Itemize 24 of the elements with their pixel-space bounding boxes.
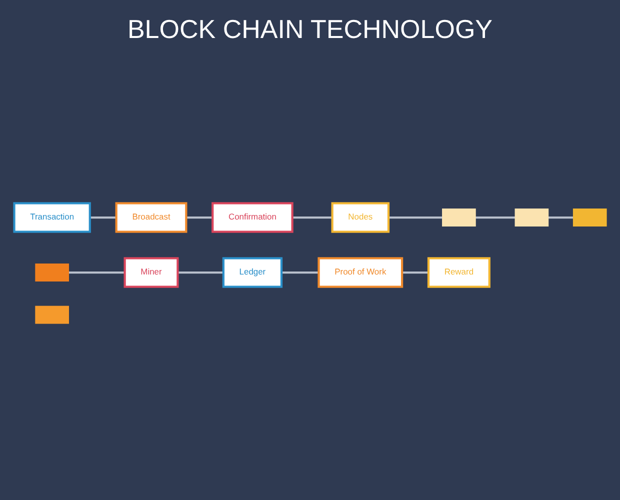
node-box: Ledger bbox=[222, 257, 283, 288]
connector bbox=[178, 271, 224, 274]
node-box bbox=[514, 208, 549, 226]
node-box bbox=[572, 208, 607, 226]
node-box: Broadcast bbox=[115, 202, 188, 233]
connector bbox=[292, 216, 332, 219]
connector bbox=[282, 271, 319, 274]
connector bbox=[90, 216, 116, 219]
node-box: Proof of Work bbox=[318, 257, 404, 288]
connector bbox=[68, 271, 125, 274]
connector bbox=[388, 216, 444, 219]
node-box bbox=[442, 208, 476, 226]
diagram-title: BLOCK CHAIN TECHNOLOGY bbox=[126, 14, 494, 45]
node-box: Confirmation bbox=[212, 202, 294, 233]
node-box: Nodes bbox=[331, 202, 390, 233]
node-box: Miner bbox=[124, 257, 179, 288]
node-box: Transaction bbox=[13, 202, 91, 233]
node-box bbox=[35, 264, 69, 282]
connector bbox=[548, 216, 574, 219]
connector bbox=[402, 271, 428, 274]
node-box: Reward bbox=[427, 257, 490, 288]
connector bbox=[474, 216, 516, 219]
connector bbox=[186, 216, 213, 219]
node-box bbox=[35, 306, 69, 324]
